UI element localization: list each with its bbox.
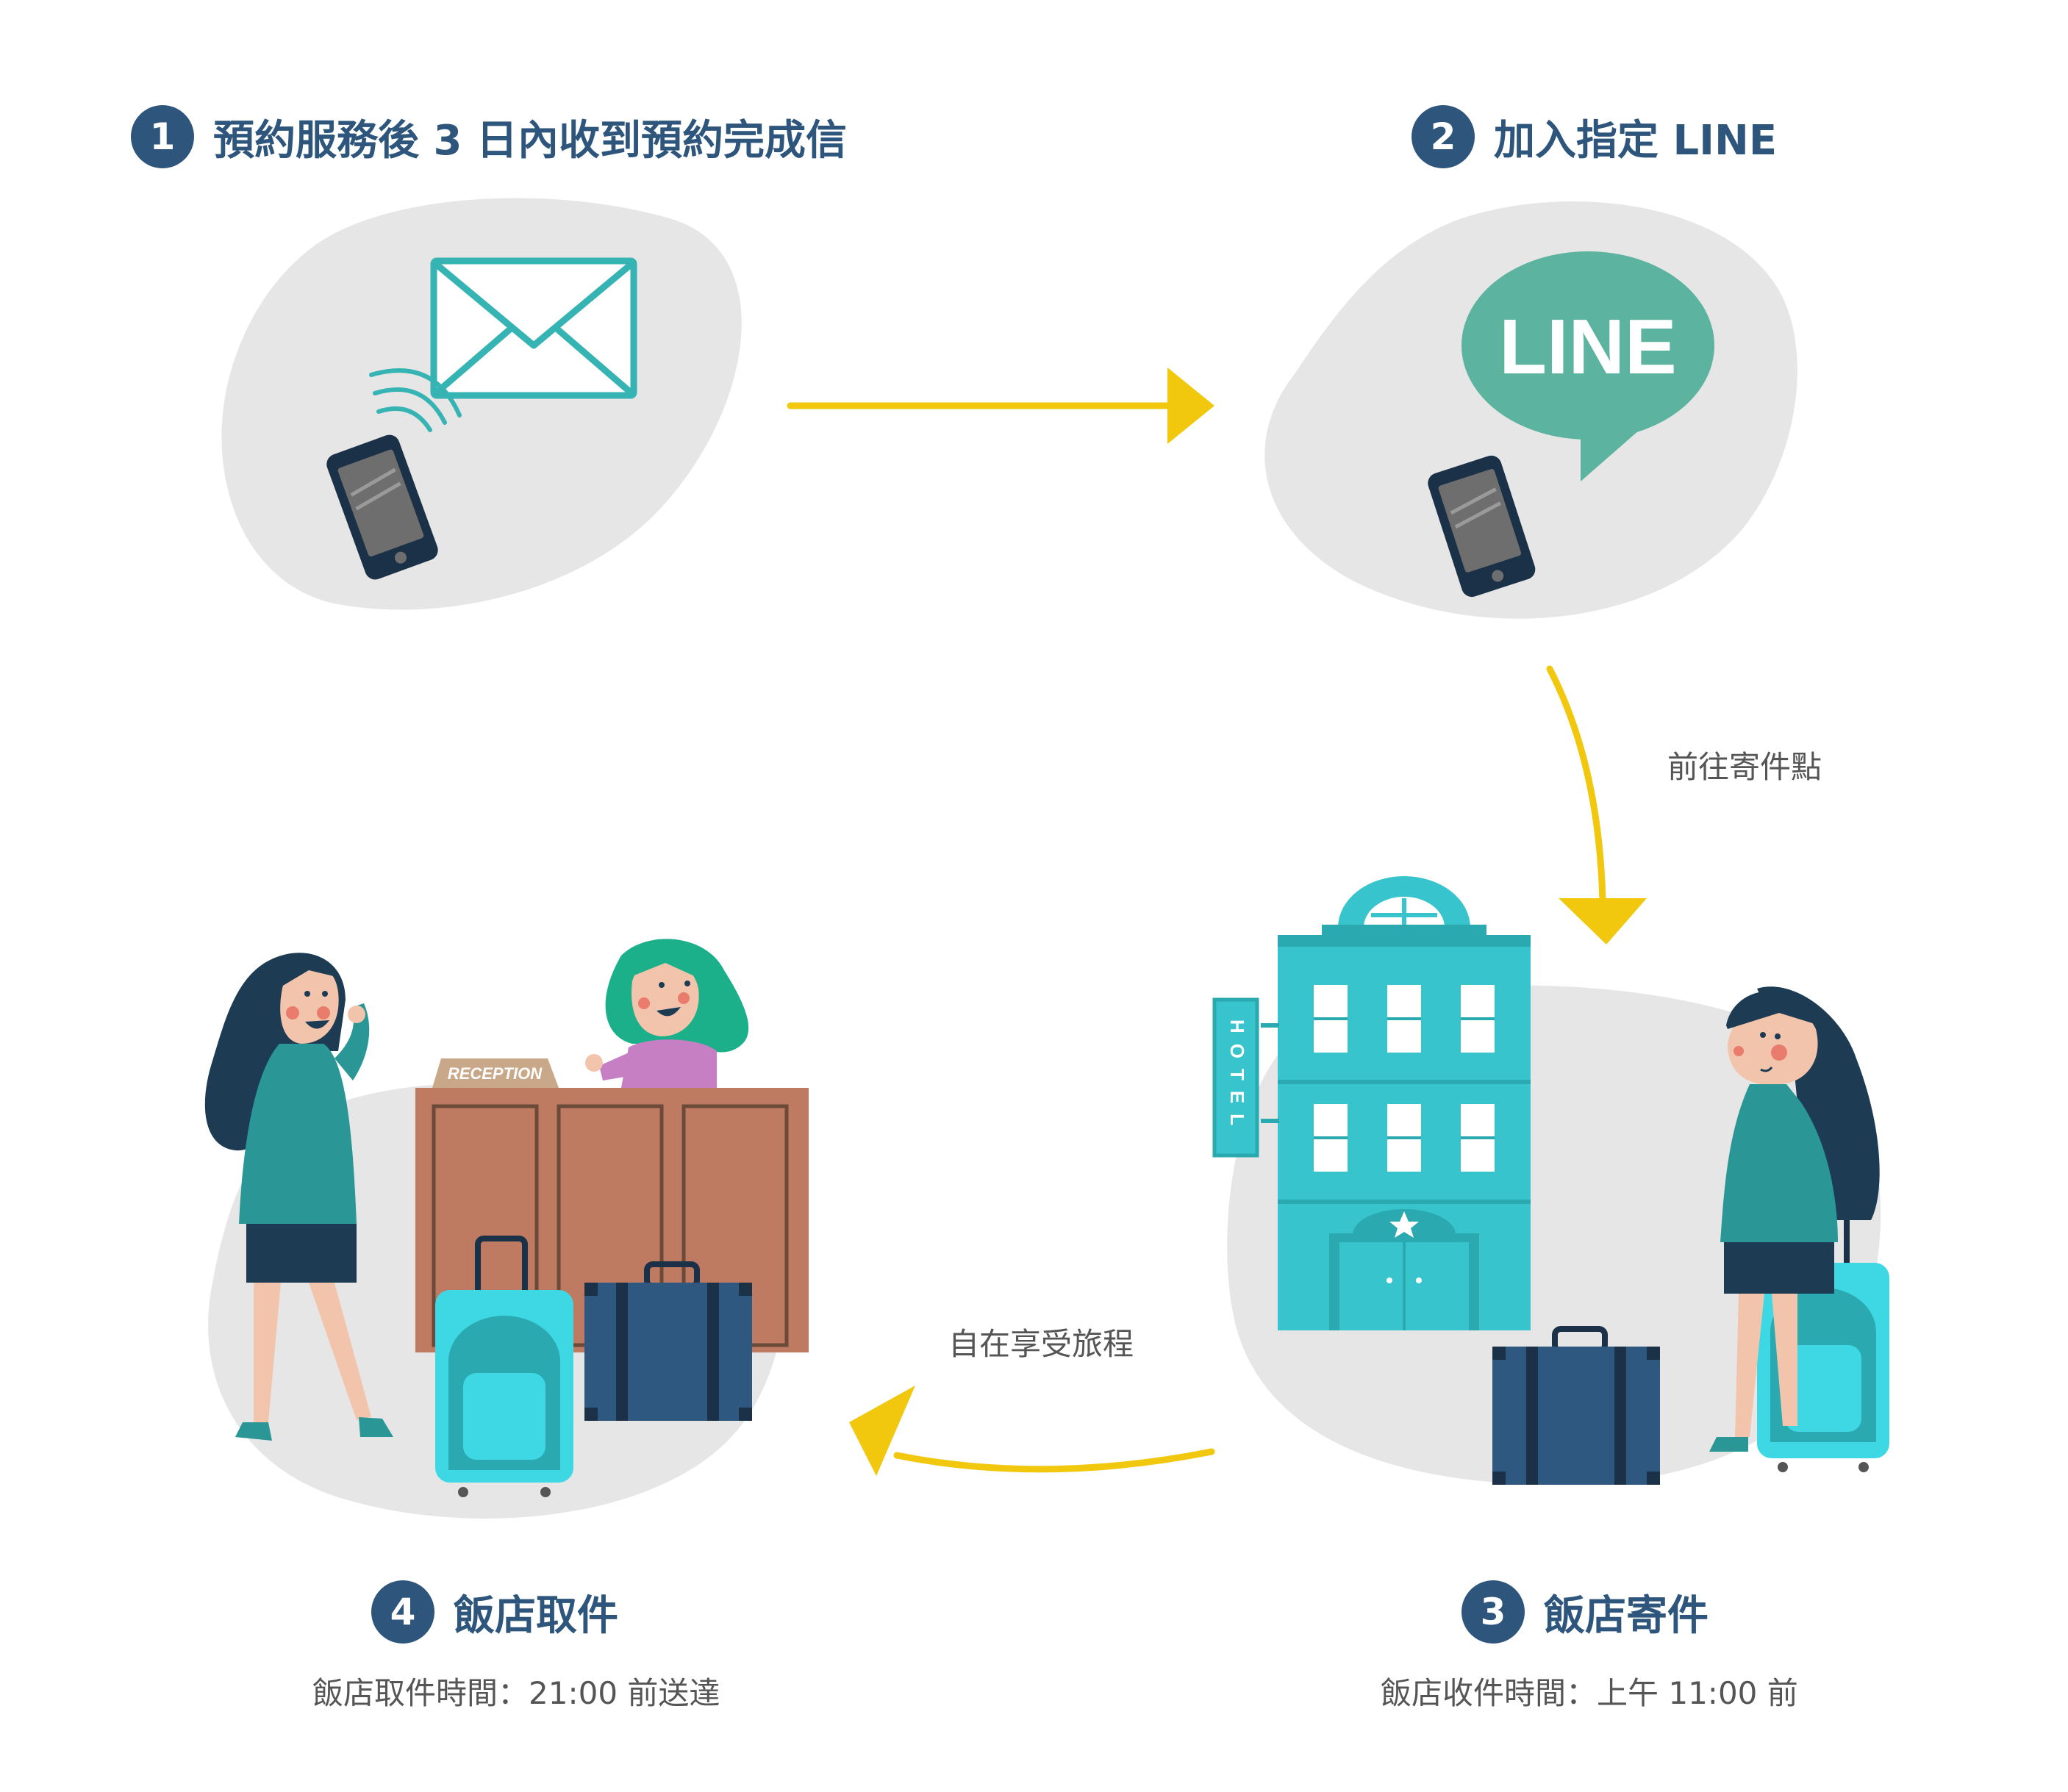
- step-4-subtitle: 飯店取件時間：21:00 前送達: [312, 1675, 720, 1711]
- hotel-sign-icon: HOTEL: [1212, 997, 1279, 1158]
- step-1-heading: 1 預約服務後 3 日內收到預約完成信: [131, 105, 847, 168]
- arrow-step2-to-step3: [1546, 665, 1647, 945]
- step-4-title: 飯店取件: [454, 1591, 618, 1640]
- suitcase-cyan-icon-2: [435, 1236, 573, 1497]
- arrow-label-to-dropoff: 前往寄件點: [1667, 749, 1822, 785]
- step-2-number-badge: 2: [1412, 105, 1475, 168]
- step-4-heading: 4 飯店取件: [371, 1580, 618, 1644]
- step-3-title: 飯店寄件: [1544, 1591, 1709, 1640]
- envelope-icon: [430, 257, 637, 399]
- suitcase-navy-icon-2: [584, 1261, 752, 1421]
- hotel-sign-text: HOTEL: [1226, 1019, 1248, 1136]
- traveler-woman-icon: [1709, 986, 1880, 1452]
- step-3-subtitle: 飯店收件時間：上午 11:00 前: [1381, 1675, 1798, 1711]
- step-3-number-badge: 3: [1461, 1580, 1525, 1644]
- customer-woman-icon: [204, 953, 393, 1441]
- reception-sign-text: RECEPTION: [448, 1064, 543, 1083]
- step-1-title: 預約服務後 3 日內收到預約完成信: [213, 116, 847, 165]
- step-2-heading: 2 加入指定 LINE: [1412, 105, 1777, 168]
- suitcase-navy-icon: [1492, 1326, 1660, 1485]
- line-logo-text: LINE: [1499, 304, 1676, 390]
- step-4-number-badge: 4: [371, 1580, 434, 1644]
- receptionist-icon: [585, 939, 749, 1088]
- step-2-title: 加入指定 LINE: [1494, 116, 1778, 165]
- smartphone-icon-2: [1428, 455, 1536, 598]
- arrow-label-enjoy-trip: 自在享受旅程: [948, 1326, 1134, 1362]
- step-1-number-badge: 1: [131, 105, 194, 168]
- arrow-step3-to-step4: [849, 1386, 1215, 1476]
- signal-waves-icon: [369, 368, 462, 432]
- hotel-building-icon: [1278, 876, 1531, 1330]
- step-3-heading: 3 飯店寄件: [1461, 1580, 1709, 1644]
- line-chat-bubble-icon: LINE: [1461, 251, 1714, 481]
- smartphone-icon: [326, 434, 438, 580]
- arrow-step1-to-step2: [787, 368, 1214, 444]
